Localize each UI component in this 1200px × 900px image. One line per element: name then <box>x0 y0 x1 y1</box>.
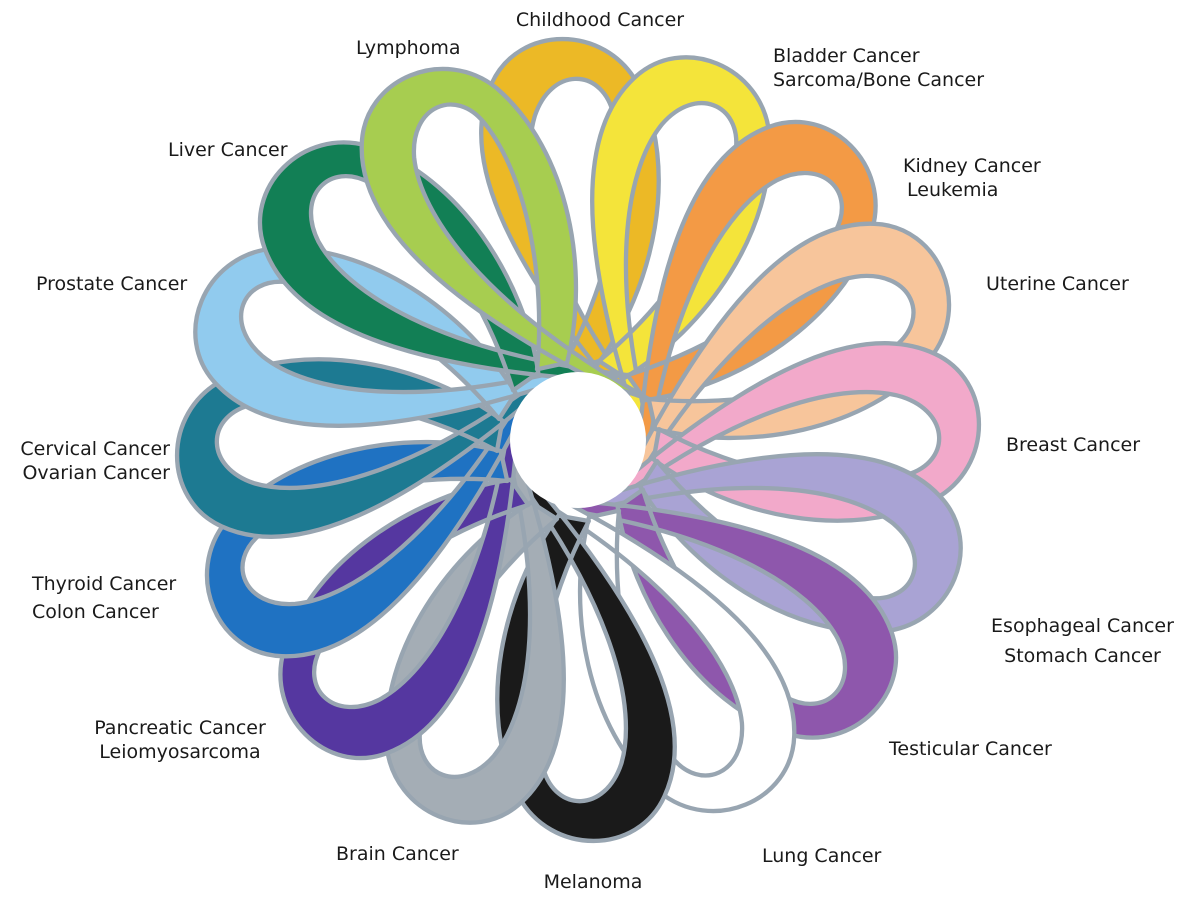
center-hub <box>510 372 646 508</box>
label-esophageal-stomach-line-2: Stomach Cancer <box>1004 645 1161 667</box>
label-bladder-sarcoma: Bladder Cancer Sarcoma/Bone Cancer <box>773 44 1033 92</box>
label-uterine: Uterine Cancer <box>986 272 1186 296</box>
label-melanoma-line-1: Melanoma <box>543 871 643 893</box>
label-lung: Lung Cancer <box>762 844 962 868</box>
label-lung-line-1: Lung Cancer <box>762 845 882 867</box>
label-thyroid-colon: Thyroid Cancer Colon Cancer <box>32 572 232 624</box>
label-liver-line-1: Liver Cancer <box>168 139 288 161</box>
label-liver: Liver Cancer <box>168 138 348 162</box>
label-childhood-line-1: Childhood Cancer <box>515 9 685 31</box>
label-kidney-leukemia-line-2: Leukemia <box>907 179 999 201</box>
label-pancreatic-leiomyosarcoma: Pancreatic Cancer Leiomyosarcoma <box>70 716 290 764</box>
label-cervical-ovarian: Cervical Cancer Ovarian Cancer <box>0 437 170 485</box>
label-esophageal-stomach: Esophageal Cancer Stomach Cancer <box>970 614 1195 668</box>
label-brain-line-1: Brain Cancer <box>336 843 459 865</box>
label-breast-line-1: Breast Cancer <box>1006 434 1141 456</box>
label-brain: Brain Cancer <box>336 842 536 866</box>
label-breast: Breast Cancer <box>1006 433 1196 457</box>
label-prostate: Prostate Cancer <box>36 272 236 296</box>
label-cervical-ovarian-line-1: Cervical Cancer <box>20 438 170 460</box>
label-kidney-leukemia: Kidney Cancer Leukemia <box>903 154 1123 202</box>
label-childhood: Childhood Cancer <box>470 8 730 32</box>
label-bladder-sarcoma-line-2: Sarcoma/Bone Cancer <box>773 69 985 91</box>
label-kidney-leukemia-line-1: Kidney Cancer <box>903 155 1041 177</box>
label-prostate-line-1: Prostate Cancer <box>36 273 188 295</box>
label-thyroid-colon-line-2: Colon Cancer <box>32 601 159 623</box>
label-pancreatic-leiomyosarcoma-line-1: Pancreatic Cancer <box>94 717 266 739</box>
label-lymphoma: Lymphoma <box>356 36 516 60</box>
label-thyroid-colon-line-1: Thyroid Cancer <box>32 573 177 595</box>
label-pancreatic-leiomyosarcoma-line-2: Leiomyosarcoma <box>99 741 261 763</box>
label-testicular: Testicular Cancer <box>889 737 1109 761</box>
label-bladder-sarcoma-line-1: Bladder Cancer <box>773 45 920 67</box>
label-lymphoma-line-1: Lymphoma <box>356 37 461 59</box>
label-melanoma: Melanoma <box>500 870 686 894</box>
label-uterine-line-1: Uterine Cancer <box>986 273 1129 295</box>
label-cervical-ovarian-line-2: Ovarian Cancer <box>22 462 170 484</box>
label-esophageal-stomach-line-1: Esophageal Cancer <box>991 615 1174 637</box>
label-testicular-line-1: Testicular Cancer <box>889 738 1052 760</box>
